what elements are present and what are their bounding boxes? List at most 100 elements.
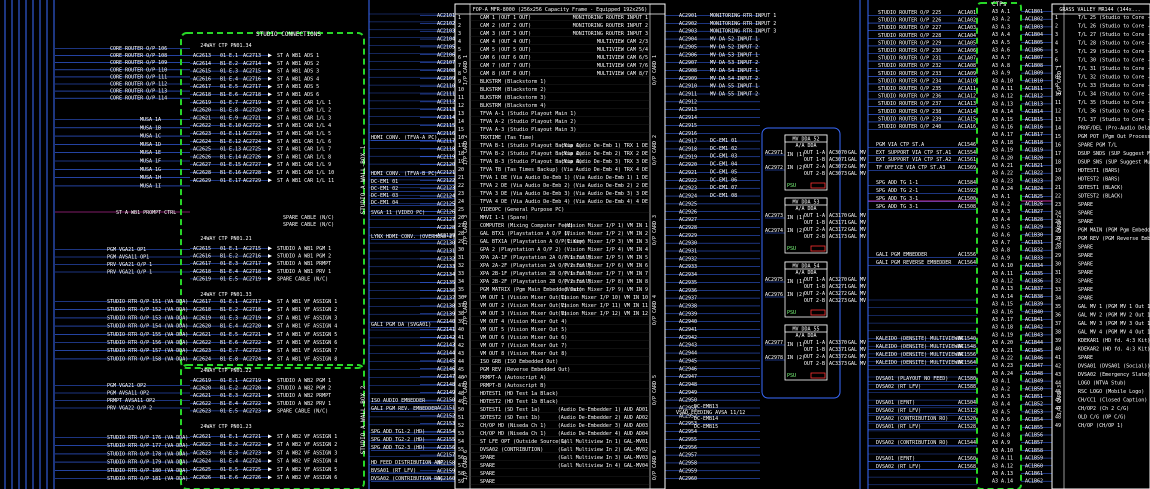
- router-input-label: BLKSTRM (Blackstorm 3): [480, 95, 546, 101]
- source-label: CORE ROUTER O/P 106: [110, 46, 167, 52]
- card-tag: O/P CARD 4: [652, 295, 658, 325]
- mini-router-input-number: 49: [1055, 423, 1061, 429]
- router-input-code: AC2138: [437, 303, 455, 309]
- dda-output: OUT 1-B: [804, 157, 825, 163]
- router-input-label: XPA 2A-1F (Playstation 2A O/P 1 Fill): [480, 255, 591, 261]
- arrow-icon: [268, 393, 272, 398]
- destination-label: STUDIO A WB1 PRV 1: [277, 269, 331, 275]
- ctp-code: AC1B11: [1025, 86, 1043, 92]
- source-label: SVGA 11 (VIDEO PC): [371, 210, 425, 216]
- ctp-pin: B1 E.8: [220, 108, 238, 114]
- ctp-pin: 01 E.3: [220, 315, 238, 321]
- router-output-code: AC2904: [679, 37, 697, 43]
- ctp-pin: B1 E.12: [220, 139, 241, 145]
- ctp-pin: 01 E.5: [220, 408, 238, 414]
- source-label: STUDIO RTR O/P 156 (VA DDA): [107, 340, 188, 346]
- dda-output: OUT 2-A: [804, 164, 825, 170]
- router-output-label: (Vision Mixer I/P 1) VM IN 1: [564, 223, 648, 229]
- ctp-code: AC2617: [193, 84, 211, 90]
- mini-router-input-label: SPARE: [1078, 253, 1093, 259]
- mini-router-input-number: 44: [1055, 381, 1061, 387]
- dda-title-bar: [784, 324, 828, 333]
- router-destination-label: MV DA 54 INPUT 1: [710, 68, 758, 74]
- arrow-icon: [268, 178, 272, 183]
- right-code: AC1588: [958, 384, 976, 390]
- router-input-code: AC2116: [437, 131, 455, 137]
- ctp-pin: 01 E.7: [220, 348, 238, 354]
- router-output-code: AC2937: [679, 296, 697, 302]
- right-code: AC1554: [958, 150, 976, 156]
- destination-label: ST A WB2 VF ASSIGN 3: [277, 450, 337, 456]
- router-input-code: AC2115: [437, 123, 455, 129]
- ctp-code: AC1B08: [1025, 63, 1043, 69]
- dda-title-bar: [784, 197, 828, 206]
- router-output-code: AC2960: [679, 476, 697, 482]
- dda-title: MV DDA 52: [792, 137, 819, 143]
- source-label: STUDIO ROUTER O/P 235: [878, 86, 941, 92]
- ctp-pin: 01 E.15: [220, 162, 241, 168]
- dda-title: MV DDA 53: [792, 200, 819, 206]
- dda-power-indicator: [810, 245, 826, 252]
- ctp-pin: 01 E.1: [220, 378, 238, 384]
- arrow-icon: [268, 401, 272, 406]
- router-output-code: AC2930: [679, 241, 697, 247]
- router-input-label: CH/OP HD (Niseda Ch 1): [480, 423, 546, 429]
- ctp-code: AC2626: [193, 475, 211, 481]
- mini-router-input-number: 6: [1055, 58, 1058, 64]
- arrow-icon: [268, 269, 272, 274]
- router-input-label: PGM REV (Reverse Embedded Out): [480, 367, 570, 373]
- ctp-code: AC2721: [243, 393, 261, 399]
- right-code: AC1584: [958, 180, 976, 186]
- router-input-label: SPARE: [480, 463, 495, 469]
- right-code: AC1500: [958, 196, 976, 202]
- ctp-code: AC1B27: [1025, 209, 1043, 215]
- router-input-label: CAM 4 (OUT 4 OUT): [480, 39, 531, 45]
- dda-output-dest: GAL MV: [848, 213, 866, 219]
- ctp-pin: B1 E.6: [220, 92, 238, 98]
- router-output-label: (Via Audio De-Emb 2) 2 DE: [573, 183, 648, 189]
- router-output-code: AC2929: [679, 233, 697, 239]
- router-output-label: MONITORING ROUTER INPUT 2: [573, 23, 648, 29]
- ctp-cable-id: A3 A.19: [992, 332, 1013, 338]
- router-input-number: 41: [458, 335, 464, 341]
- mini-router-input-label: OLD C/G (OP C/G): [1078, 415, 1126, 421]
- ctp-code: AC2625: [193, 147, 211, 153]
- dda-output-code: AC3371: [829, 347, 847, 353]
- dda-output: OUT 1-B: [804, 284, 825, 290]
- router-input-code: AC2141: [437, 327, 455, 333]
- spare-label: SPARE CABLE (N/C): [283, 222, 334, 228]
- arrow-icon: [268, 386, 272, 390]
- ctp-cable-id: A3 A.4: [992, 217, 1010, 223]
- mini-router-input-number: 42: [1055, 364, 1061, 370]
- card-tag: I/P CARD 3: [1057, 385, 1063, 415]
- dda-output-code: AC3273: [829, 298, 847, 304]
- router-input-code: AC2136: [437, 288, 455, 294]
- router-input-number: 14: [458, 119, 464, 125]
- router-destination-label: DC-EMB13: [694, 404, 718, 410]
- dda-output-dest: GAL MV: [848, 157, 866, 163]
- dda-output: OUT 2-B: [804, 298, 825, 304]
- source-label: HDMI CONV. (TFVA-B PC): [371, 171, 437, 177]
- wallbox-1-label: STUDIO A WALL-BOX 1: [360, 145, 367, 214]
- source-label: DC-EM1 03: [371, 193, 398, 199]
- router-input-label: VM OUT 1 (Vision Mixer Out 1): [480, 295, 567, 301]
- arrow-icon: [268, 340, 272, 345]
- ctp-cable-id: A3 A.21: [992, 163, 1013, 169]
- mini-router-input-label: PGM POT (Pgm Out Processed): [1078, 134, 1150, 140]
- ctp-code: AC1B09: [1025, 71, 1043, 77]
- router-input-number: 12: [458, 103, 464, 109]
- dda-output-dest: GAL MV: [848, 354, 866, 360]
- dda-input-code: AC2976: [765, 292, 783, 298]
- router-output-code: AC2941: [679, 327, 697, 333]
- dda-output-dest: GAL MV: [848, 171, 866, 177]
- router-output-label: (Gall Multiview In 1) GAL-MV01: [558, 439, 648, 445]
- dda-output-code: AC3073: [829, 171, 847, 177]
- router-input-code: AC2107: [437, 60, 455, 66]
- router-output-label: (Vision Mixer I/P 7) VM IN 7: [564, 271, 648, 277]
- router-output-label: MULTIVIEW CAM 6/5: [597, 55, 648, 61]
- arrow-icon: [268, 467, 272, 472]
- ctp-code: AC2718: [243, 92, 261, 98]
- ctp-pin: 01 E.5: [220, 332, 238, 338]
- router-input-label: TFVA 4 DE (Via Audio De-Emb 4): [480, 199, 570, 205]
- router-output-code: AC2912: [679, 99, 697, 105]
